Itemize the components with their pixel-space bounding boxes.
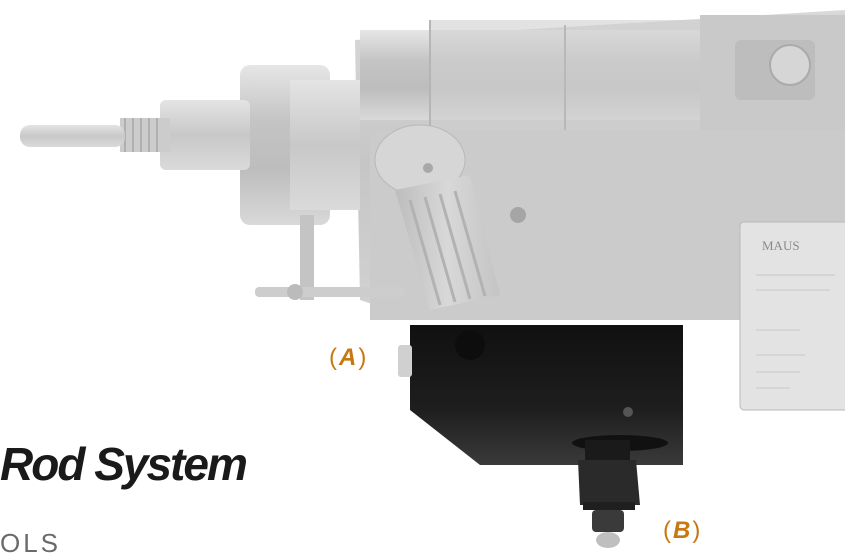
feed-handle <box>374 124 500 310</box>
callout-b-open-paren: ( <box>663 517 671 544</box>
callout-a-label: (A) <box>329 344 366 372</box>
callout-a-open-paren: ( <box>329 344 337 371</box>
lever-arm <box>255 215 405 300</box>
nameplate-logo: MAUS <box>762 238 800 253</box>
callout-a-letter: A <box>339 344 357 371</box>
callout-b-letter: B <box>673 517 691 544</box>
nameplate: MAUS <box>739 221 845 411</box>
callout-b-close-paren: ) <box>692 517 701 544</box>
product-heading: Rod System <box>0 438 248 490</box>
product-subheading: OLS <box>0 528 62 558</box>
rod-clamp-block <box>398 325 683 548</box>
callout-b-label: (B) <box>663 517 700 545</box>
callout-a-close-paren: ) <box>358 344 367 371</box>
spindle-assembly <box>20 65 360 225</box>
